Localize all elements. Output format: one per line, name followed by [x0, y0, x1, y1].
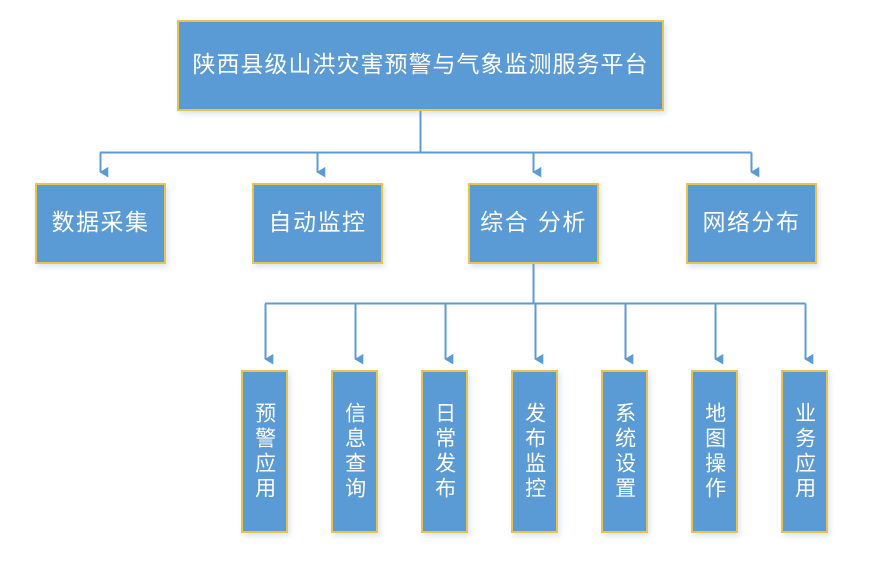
node-level3-label: 地图操作 — [702, 401, 727, 502]
node-level2-label: 自动监控 — [268, 209, 367, 236]
node-level3-label: 发布监控 — [522, 401, 547, 502]
node-root-platform[interactable]: 陕西县级山洪灾害预警与气象监测服务平台 — [177, 20, 664, 111]
node-level3-label: 预警应用 — [252, 401, 277, 502]
node-level3-system-settings[interactable]: 系统设置 — [601, 370, 648, 533]
node-level2-label: 综合 分析 — [480, 209, 587, 236]
node-level2-label: 网络分布 — [702, 209, 801, 236]
node-level3-daily-release[interactable]: 日常发布 — [421, 370, 468, 533]
node-level3-business-application[interactable]: 业务应用 — [781, 370, 828, 533]
node-level3-release-monitoring[interactable]: 发布监控 — [511, 370, 558, 533]
node-root-label: 陕西县级山洪灾害预警与气象监测服务平台 — [192, 51, 649, 78]
connector-level3-drops — [264, 303, 814, 365]
node-level3-label: 系统设置 — [612, 401, 637, 502]
node-level3-label: 日常发布 — [432, 401, 457, 502]
node-level2-network-distribution[interactable]: 网络分布 — [686, 183, 817, 264]
node-level2-auto-monitoring[interactable]: 自动监控 — [252, 183, 383, 264]
node-level3-label: 信息查询 — [342, 401, 367, 502]
node-level2-label: 数据采集 — [51, 209, 150, 236]
node-level3-information-query[interactable]: 信息查询 — [331, 370, 378, 533]
node-level3-map-operation[interactable]: 地图操作 — [691, 370, 738, 533]
node-level3-label: 业务应用 — [792, 401, 817, 502]
node-level2-comprehensive-analysis[interactable]: 综合 分析 — [468, 183, 599, 264]
node-level3-warning-application[interactable]: 预警应用 — [241, 370, 288, 533]
node-level2-data-collection[interactable]: 数据采集 — [35, 183, 166, 264]
connector-level2-drops — [99, 152, 760, 178]
